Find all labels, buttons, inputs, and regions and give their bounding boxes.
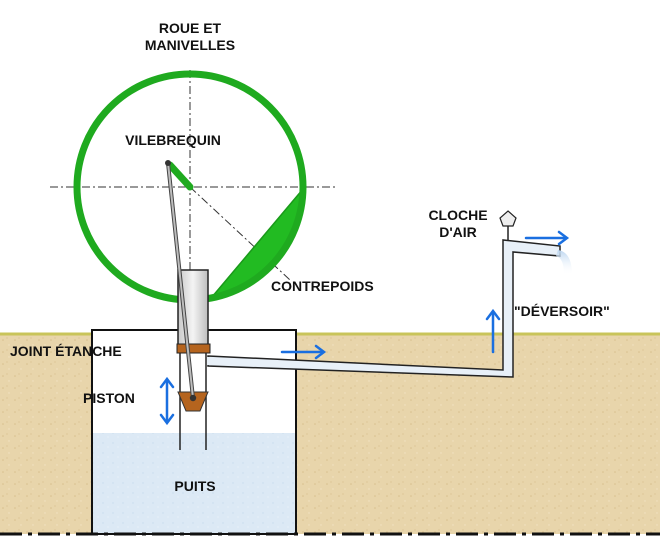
air-bell	[499, 210, 517, 227]
label-seal: JOINT ÉTANCHE	[10, 343, 122, 359]
well-water	[93, 433, 295, 533]
connecting-rod-b	[167, 162, 194, 399]
crank-arm	[166, 161, 194, 191]
label-crankshaft: VILEBREQUIN	[125, 132, 221, 148]
flow-arrow-outlet	[524, 230, 570, 246]
pump-cylinder	[177, 269, 209, 347]
piston-pin	[189, 394, 197, 402]
label-piston: PISTON	[83, 390, 135, 406]
label-well: PUITS	[174, 478, 216, 494]
outlet-water	[556, 250, 572, 275]
crank-pin	[165, 160, 171, 166]
label-wheel: ROUE ET MANIVELLES	[144, 20, 236, 53]
label-counterweight: CONTREPOIDS	[271, 278, 374, 294]
label-air-bell: CLOCHE D'AIR	[428, 207, 488, 240]
flow-arrow-horizontal	[280, 344, 327, 360]
piston-motion-arrow	[159, 376, 175, 426]
flow-arrow-vertical	[485, 308, 501, 354]
piston	[177, 391, 209, 412]
label-spillway: "DÉVERSOIR"	[514, 303, 610, 319]
seal-ring	[176, 343, 211, 354]
